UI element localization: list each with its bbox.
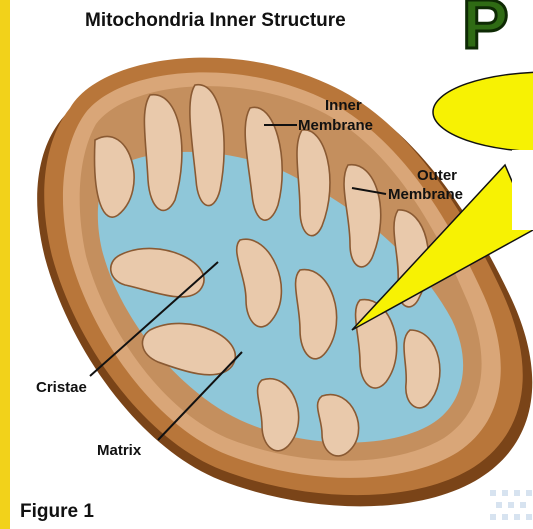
- callout-bubble: [433, 72, 533, 152]
- figure-caption: Figure 1: [20, 501, 94, 522]
- label-inner-membrane-line2: Membrane: [298, 117, 373, 134]
- slide-border: [0, 0, 10, 529]
- label-matrix: Matrix: [97, 442, 142, 459]
- corner-pattern: [490, 490, 532, 520]
- slide-heading-letter: P: [462, 0, 509, 63]
- diagram-title: Mitochondria Inner Structure: [85, 10, 346, 31]
- label-outer-membrane-line1: Outer: [417, 167, 457, 184]
- label-inner-membrane-line1: Inner: [325, 97, 362, 114]
- callout-cover: [512, 150, 533, 230]
- label-outer-membrane-line2: Membrane: [388, 186, 463, 203]
- label-cristae: Cristae: [36, 379, 87, 396]
